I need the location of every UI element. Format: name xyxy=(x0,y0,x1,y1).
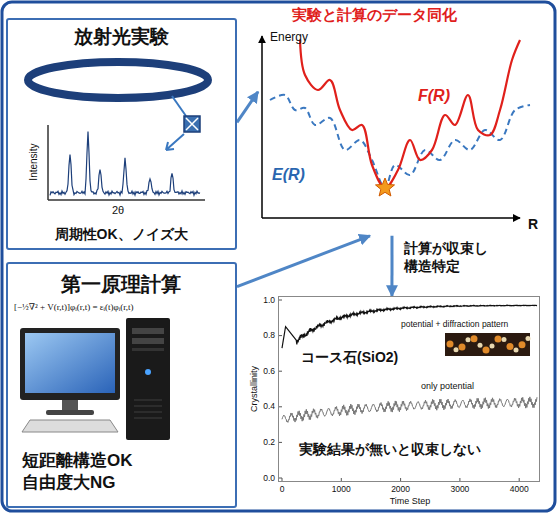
axis xyxy=(262,217,520,219)
detector-mark xyxy=(186,118,198,130)
energy-curve-e xyxy=(270,95,530,188)
result-note: 計算が収束し 構造特定 xyxy=(404,240,516,275)
atom xyxy=(471,335,478,342)
atom xyxy=(526,336,531,341)
curve-only-potential xyxy=(282,397,537,423)
box-note: 周期性OK、ノイズ大 xyxy=(8,226,234,243)
energy-curve-f xyxy=(300,40,520,188)
axis-label: R xyxy=(528,216,538,233)
atom xyxy=(490,343,495,348)
calculation-box: 第一原理計算短距離構造OK 自由度大NG xyxy=(6,262,237,508)
box-title: 放射光実験 xyxy=(8,26,234,49)
tick-label: 0.8 xyxy=(251,330,275,340)
energy-curves xyxy=(270,40,530,188)
diffraction-pattern xyxy=(50,131,200,195)
curve-with-diffraction xyxy=(282,305,537,348)
mineral-name: コース石(SiO2) xyxy=(301,349,398,366)
atom xyxy=(447,341,454,348)
storage-ring xyxy=(28,62,208,98)
signal-arrow xyxy=(166,134,184,150)
axis-label: Intensity xyxy=(28,143,40,180)
axis-label: Energy xyxy=(270,30,308,44)
atom xyxy=(459,344,466,351)
atom xyxy=(483,346,490,353)
chart-frame: potential + diffraction pattern コース石(SiO2… xyxy=(278,296,540,482)
series-label: potential + diffraction pattern xyxy=(401,319,508,329)
atom xyxy=(495,336,502,343)
curve-label: E(R) xyxy=(272,165,305,184)
flow-arrow xyxy=(237,92,258,123)
tick-label: 3000 xyxy=(440,484,480,494)
axis xyxy=(47,125,49,200)
atom xyxy=(514,347,519,352)
energy-plot: EnergyF(R) E(R) R xyxy=(258,30,548,236)
box-note: 短距離構造OK 自由度大NG xyxy=(22,450,182,494)
axis-label: Time Step xyxy=(370,496,450,507)
title: 実験と計算のデータ同化 xyxy=(292,6,457,24)
coesite-structure xyxy=(445,333,531,356)
atom xyxy=(502,337,507,342)
diffraction-trace xyxy=(50,131,200,195)
atom xyxy=(519,341,526,348)
axis xyxy=(48,199,205,201)
series-label: only potential xyxy=(421,381,474,392)
tick-label: 0.2 xyxy=(251,437,275,447)
equation: [−½∇² + V(r,t)]φᵢ(r,t) = εᵢ(t)φᵢ(r,t) xyxy=(14,302,234,313)
tick-label: 0 xyxy=(262,484,302,494)
tick-label: 0.4 xyxy=(251,401,275,411)
atom xyxy=(478,343,483,348)
axis-label: 2θ xyxy=(112,204,124,217)
atom xyxy=(454,347,459,352)
optimum-star xyxy=(376,178,395,196)
tick-label: 2000 xyxy=(381,484,421,494)
computer-icon xyxy=(20,318,170,440)
flow-arrow xyxy=(237,236,370,287)
tick-label: 0.6 xyxy=(251,366,275,376)
atom xyxy=(466,337,471,342)
axis-label: Crystallinity xyxy=(249,366,260,412)
curve-label: F(R) xyxy=(418,86,450,105)
box-title: 第一原理計算 xyxy=(8,272,234,296)
atom xyxy=(507,343,514,350)
chart-note: 実験結果が無いと収束しない xyxy=(299,441,481,458)
axis xyxy=(261,36,263,218)
tick-label: 0.0 xyxy=(251,473,275,483)
crystallinity-chart xyxy=(278,300,537,482)
tick-label: 4000 xyxy=(499,484,539,494)
tick-label: 1.0 xyxy=(251,295,275,305)
beam-line xyxy=(172,96,186,116)
detector xyxy=(184,116,200,132)
flow-arrow xyxy=(390,236,393,296)
tick-label: 1000 xyxy=(321,484,361,494)
tick-marks xyxy=(278,300,519,482)
